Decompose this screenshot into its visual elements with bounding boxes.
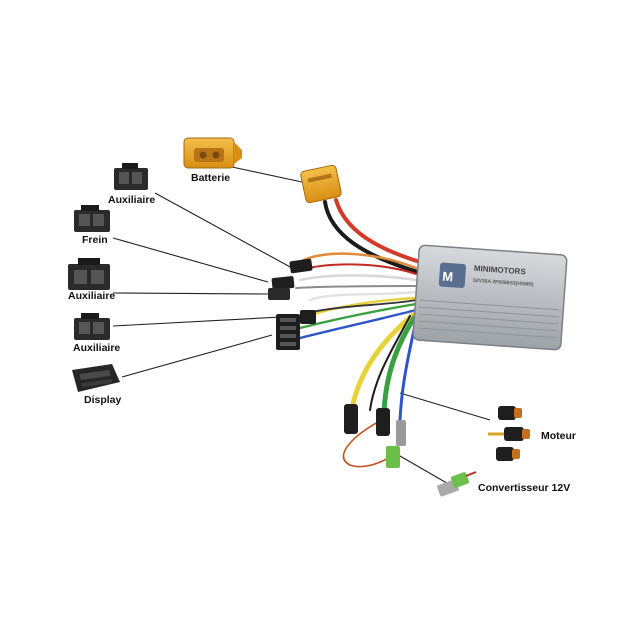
batterie-connector-icon [183, 137, 242, 169]
wire-white-2 [308, 290, 418, 302]
wire-orange [298, 252, 418, 270]
label-auxiliaire-2: Auxiliaire [68, 290, 116, 302]
label-display: Display [84, 394, 122, 406]
svg-text:M: M [442, 269, 454, 285]
display-connector-icon [72, 364, 120, 392]
controller-spec: 52V35A 2P6086S3(HSMR) [473, 278, 534, 288]
leader-auxiliaire-3 [112, 315, 301, 327]
harness-connectors [268, 258, 406, 468]
motor-bullet-3 [496, 447, 520, 461]
wire-grey-1 [295, 285, 417, 289]
leader-lines [112, 166, 491, 487]
wire-hall-black [369, 315, 411, 411]
harness-conn-aux-1 [289, 258, 313, 274]
wire-blue-1 [298, 308, 418, 340]
moteur-connectors [488, 406, 530, 461]
harness-conn-aux-2 [268, 288, 290, 300]
auxiliaire-connector-icon-2 [68, 258, 110, 290]
convertisseur-connector [437, 471, 477, 497]
wire-converter-orange [342, 417, 393, 468]
harness-conn-frein [271, 276, 295, 290]
harness-conn-phase-left [344, 404, 358, 434]
label-auxiliaire-3: Auxiliaire [73, 342, 121, 354]
leader-display [121, 334, 273, 378]
wire-white-1 [298, 274, 418, 282]
label-moteur: Moteur [541, 430, 576, 442]
controller-box: M MINIMOTORS 52V35A 2P6086S3(HSMR) [412, 244, 568, 351]
controller-body [412, 244, 568, 351]
harness-conn-aux-3 [300, 310, 316, 324]
wire-battery-black [323, 200, 420, 274]
leader-convertisseur [392, 451, 453, 487]
controller-brand: MINIMOTORS [474, 264, 527, 277]
label-convertisseur: Convertisseur 12V [478, 482, 571, 494]
label-batterie: Batterie [191, 172, 231, 184]
wire-harness [295, 198, 422, 468]
leader-auxiliaire-2 [112, 292, 269, 295]
leader-batterie [231, 166, 303, 183]
battery-xt-connector [300, 164, 342, 204]
leader-frein [112, 237, 269, 283]
leader-moteur [399, 392, 491, 421]
auxiliaire-connector-icon-3 [74, 313, 110, 340]
wire-battery-red [334, 198, 422, 264]
harness-conn-display [276, 314, 300, 350]
harness-conn-phase-mid [376, 408, 390, 436]
motor-bullet-2 [488, 427, 530, 441]
wire-green-1 [298, 302, 418, 330]
frein-connector-icon [74, 205, 110, 232]
motor-bullet-1 [498, 406, 522, 420]
wire-phase-green [381, 315, 417, 415]
label-frein: Frein [82, 234, 108, 246]
wire-black-thin [311, 299, 417, 313]
harness-conn-converter [386, 420, 406, 468]
label-auxiliaire-1: Auxiliaire [108, 194, 156, 206]
controller-logo: M [438, 262, 467, 289]
auxiliaire-connector-icon-1 [114, 163, 148, 190]
leader-auxiliaire-1 [154, 192, 293, 269]
